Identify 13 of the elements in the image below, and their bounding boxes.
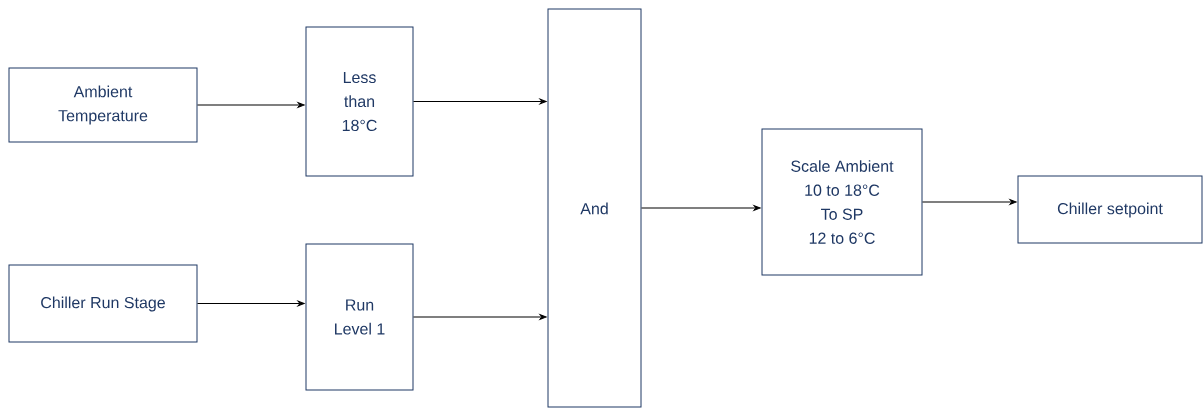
arrow bbox=[197, 102, 305, 108]
logic-gate-box: And bbox=[547, 8, 642, 408]
input-box: Chiller Run Stage bbox=[8, 264, 198, 343]
arrow bbox=[641, 205, 761, 211]
arrow bbox=[413, 98, 547, 105]
comparison-box: Less than 18°C bbox=[305, 26, 414, 177]
condition-box: Run Level 1 bbox=[305, 243, 414, 391]
input-box: Ambient Temperature bbox=[8, 67, 198, 143]
output-box: Chiller setpoint bbox=[1017, 175, 1203, 244]
arrow bbox=[197, 300, 305, 307]
arrow bbox=[413, 314, 547, 320]
scaling-box: Scale Ambient 10 to 18°C To SP 12 to 6°C bbox=[761, 128, 923, 276]
arrow bbox=[922, 199, 1017, 205]
